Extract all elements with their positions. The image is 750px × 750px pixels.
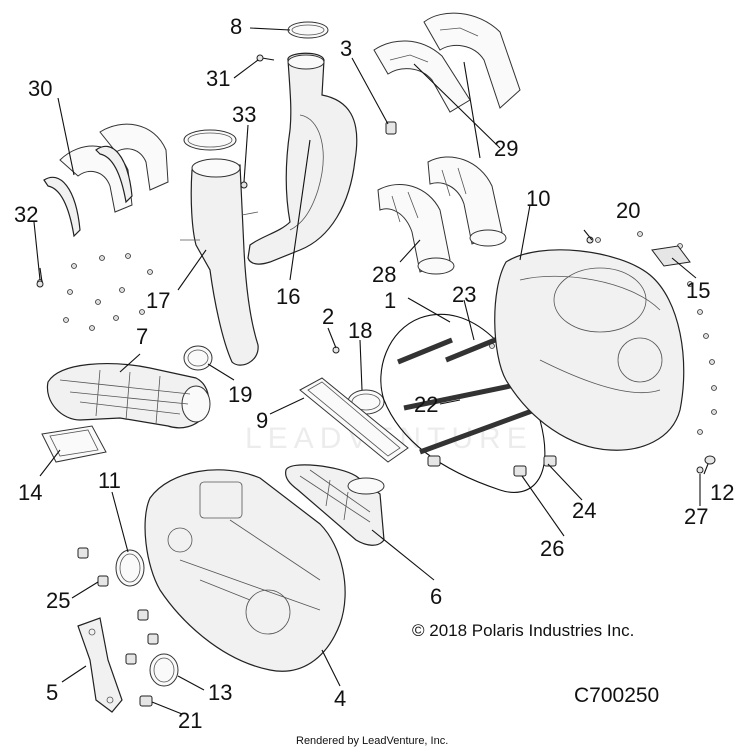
callout-8: 8 bbox=[230, 14, 242, 39]
callout-4: 4 bbox=[334, 686, 346, 711]
figure-code: C700250 bbox=[574, 684, 659, 707]
part-3-spacer bbox=[385, 121, 397, 135]
callout-19: 19 bbox=[228, 382, 252, 407]
callout-18: 18 bbox=[348, 318, 372, 343]
callout-12: 12 bbox=[710, 480, 734, 505]
callout-3: 3 bbox=[340, 36, 352, 61]
callout-7: 7 bbox=[136, 324, 148, 349]
part-13-o-ring bbox=[149, 653, 179, 687]
callout-20: 20 bbox=[616, 198, 640, 223]
callout-2: 2 bbox=[322, 304, 334, 329]
part-17-clamp bbox=[183, 129, 237, 151]
part-8-hose-clamp bbox=[287, 21, 329, 39]
callout-30: 30 bbox=[28, 76, 52, 101]
part-9-frame-gasket bbox=[299, 377, 409, 463]
part-4-clutch-inner-cover bbox=[144, 469, 346, 672]
part-19-clamp bbox=[183, 345, 213, 371]
callout-32: 32 bbox=[14, 202, 38, 227]
part-28-intake-boots bbox=[377, 156, 507, 275]
callout-5: 5 bbox=[46, 680, 58, 705]
part-30-belt-guards bbox=[43, 123, 169, 238]
rendered-by-credit: Rendered by LeadVenture, Inc. bbox=[296, 735, 448, 747]
part-14-gasket bbox=[41, 425, 107, 463]
part-22-23-bolts bbox=[397, 335, 557, 477]
callout-labels: 1 2 3 4 5 6 7 8 9 10 11 12 13 14 15 16 1… bbox=[14, 14, 734, 733]
part-21-bolt bbox=[139, 695, 153, 707]
part-7-intake-housing bbox=[46, 363, 211, 429]
callout-26: 26 bbox=[540, 536, 564, 561]
callout-27: 27 bbox=[684, 504, 708, 529]
callout-15: 15 bbox=[686, 278, 710, 303]
callout-11: 11 bbox=[98, 468, 121, 493]
callout-6: 6 bbox=[430, 584, 442, 609]
part-11-o-ring bbox=[115, 549, 145, 587]
callout-29: 29 bbox=[494, 136, 518, 161]
part-6-exhaust-housing bbox=[285, 464, 385, 546]
callout-1: 1 bbox=[384, 288, 396, 313]
callout-14: 14 bbox=[18, 480, 42, 505]
part-25-nuts bbox=[77, 547, 159, 665]
copyright-notice: © 2018 Polaris Industries Inc. bbox=[412, 621, 634, 640]
callout-33: 33 bbox=[232, 102, 256, 127]
callout-28: 28 bbox=[372, 262, 396, 287]
callout-21: 21 bbox=[178, 708, 202, 733]
callout-31: 31 bbox=[206, 66, 230, 91]
part-27-washer bbox=[696, 466, 704, 474]
callout-25: 25 bbox=[46, 588, 70, 613]
leader-lines bbox=[33, 27, 709, 715]
part-15-label bbox=[651, 245, 691, 267]
callout-16: 16 bbox=[276, 284, 300, 309]
part-12-washer bbox=[704, 455, 716, 465]
callout-10: 10 bbox=[526, 186, 550, 211]
callout-23: 23 bbox=[452, 282, 476, 307]
callout-22: 22 bbox=[414, 392, 438, 417]
callout-9: 9 bbox=[256, 408, 268, 433]
callout-24: 24 bbox=[572, 498, 596, 523]
callout-17: 17 bbox=[146, 288, 170, 313]
part-5-bracket bbox=[77, 617, 123, 713]
part-29-duct-shields bbox=[373, 12, 521, 113]
callout-13: 13 bbox=[208, 680, 232, 705]
part-10-clutch-outer-cover bbox=[494, 249, 685, 451]
part-16-intake-duct bbox=[247, 52, 358, 265]
part-17-outlet-duct bbox=[180, 158, 259, 366]
